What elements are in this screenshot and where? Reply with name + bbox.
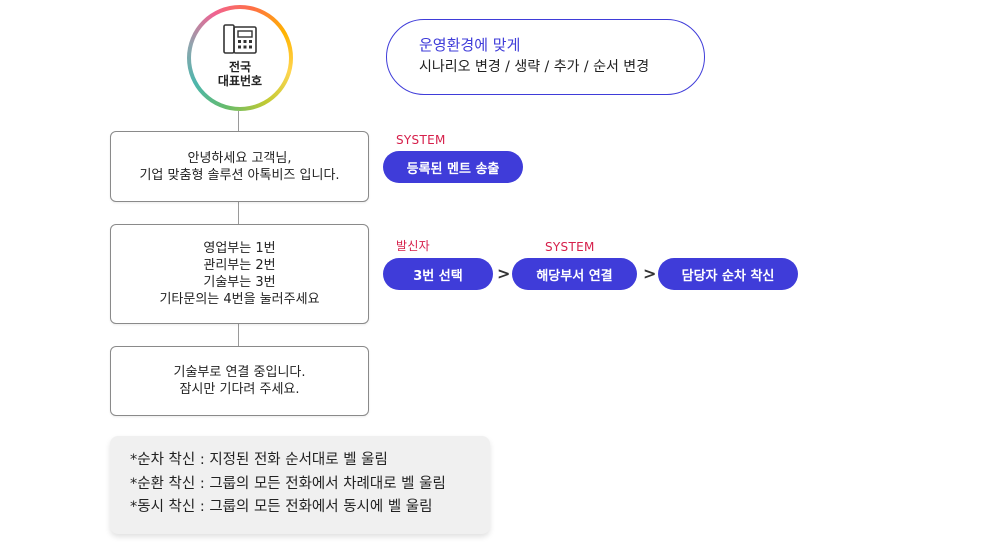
step-text: 기술부로 연결 중입니다.	[173, 365, 306, 380]
step-text: 잠시만 기다려 주세요.	[179, 382, 300, 397]
scenario-note: 운영환경에 맞게 시나리오 변경 / 생략 / 추가 / 순서 변경	[386, 19, 705, 95]
origin-node: 전국 대표번호	[187, 5, 293, 111]
chip-play-message: 등록된 멘트 송출	[383, 151, 523, 183]
origin-label-line2: 대표번호	[217, 74, 263, 88]
step-menu: 영업부는 1번 관리부는 2번 기술부는 3번 기타문의는 4번을 눌러주세요	[110, 224, 369, 324]
legend-box: *순차 착신 : 지정된 전화 순서대로 벨 울림 *순환 착신 : 그룹의 모…	[110, 436, 490, 534]
legend-item: *동시 착신 : 그룹의 모든 전화에서 동시에 벨 울림	[130, 499, 433, 515]
connector-line	[238, 324, 239, 346]
actor-tag-system: SYSTEM	[545, 240, 595, 254]
actor-tag-system: SYSTEM	[396, 133, 446, 147]
chip-connect-dept: 해당부서 연결	[512, 258, 637, 290]
connector-line	[238, 111, 239, 131]
step-text: 기타문의는 4번을 눌러주세요	[159, 292, 320, 307]
legend-item: *순차 착신 : 지정된 전화 순서대로 벨 울림	[130, 452, 388, 468]
actor-tag-caller: 발신자	[396, 239, 431, 253]
note-line2: 시나리오 변경 / 생략 / 추가 / 순서 변경	[419, 59, 650, 75]
step-text: 기술부는 3번	[203, 275, 276, 290]
step-text: 영업부는 1번	[203, 241, 276, 256]
step-greeting: 안녕하세요 고객님, 기업 맞춤형 솔루션 아톡비즈 입니다.	[110, 131, 369, 202]
step-text: 기업 맞춤형 솔루션 아톡비즈 입니다.	[139, 167, 340, 183]
chevron-right-icon: >	[643, 264, 657, 283]
step-text: 안녕하세요 고객님,	[187, 150, 292, 166]
step-connecting: 기술부로 연결 중입니다. 잠시만 기다려 주세요.	[110, 346, 369, 416]
chevron-right-icon: >	[497, 264, 511, 283]
chip-sequential-ring: 담당자 순차 착신	[658, 258, 798, 290]
origin-label-line1: 전국	[228, 60, 252, 74]
legend-item: *순환 착신 : 그룹의 모든 전화에서 차례대로 벨 울림	[130, 475, 446, 492]
note-line1: 운영환경에 맞게	[419, 36, 521, 54]
chip-select-3: 3번 선택	[383, 258, 493, 290]
connector-line	[238, 202, 239, 224]
phone-icon	[223, 24, 257, 54]
step-text: 관리부는 2번	[203, 258, 276, 273]
